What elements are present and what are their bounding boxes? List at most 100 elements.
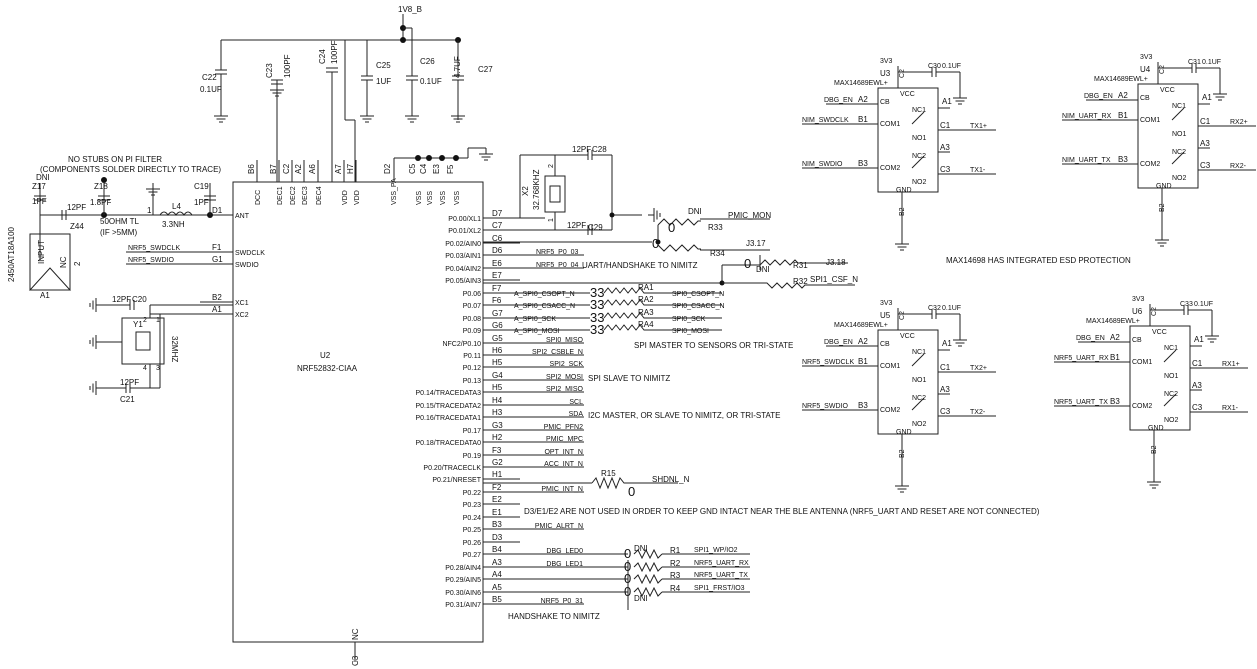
u2-right-pin-num: E6 [492, 259, 502, 268]
r15-ref: R15 [601, 469, 616, 478]
u2-right-pin-name: P0.14/TRACEDATA3 [416, 390, 482, 397]
mux-en-net: DBG_EN [1084, 93, 1113, 100]
u2-right-pin-num: B4 [492, 545, 502, 554]
u2-right-pin-name: P0.01/XL2 [448, 228, 481, 235]
mux-cap-value: 0.1UF [1194, 301, 1213, 308]
u2-right-pin-num: D7 [492, 209, 503, 218]
mux-in1-net: NRF5_SWDCLK [802, 359, 854, 366]
mux-in1-pin: B1 [858, 357, 868, 366]
u2-right-net: PMIC_MPC [546, 436, 583, 443]
c24-ref: C24 [318, 49, 327, 64]
antenna-pin-2: 2 [73, 261, 82, 266]
mux-vcc: VCC [1160, 87, 1175, 94]
mux-in2-pin: B3 [1110, 397, 1120, 406]
u2-left-net: NRF5_SWDCLK [128, 245, 180, 252]
mux-cb: CB [1132, 337, 1142, 344]
mux-b2: B2 [899, 449, 906, 458]
u2-right-pin-num: A3 [492, 558, 502, 567]
x2-value: 32.768KHZ [532, 169, 541, 210]
c24-value: 100PF [330, 40, 339, 64]
mux-in1-net: NIM_UART_RX [1062, 113, 1112, 120]
r-net: SPI1_FRST/IO3 [694, 585, 745, 592]
u2-right-pin-num: A4 [492, 570, 502, 579]
z18-ref: Z18 [94, 182, 108, 191]
u2-right-pin-name: P0.02/AIN0 [445, 241, 481, 248]
mux-cap-value: 0.1UF [942, 63, 961, 70]
u2-left-pin-num: B2 [212, 293, 222, 302]
u2-top-pin-num: B6 [247, 164, 256, 174]
u2-right-net: SPI2_MOSI [546, 374, 583, 381]
rf-note-2: (COMPONENTS SOLDER DIRECTLY TO TRACE) [40, 165, 221, 174]
mux-c3: C3 [1200, 161, 1211, 170]
mux-ref: U5 [880, 311, 891, 320]
u2-right-pin-name: P0.30/AIN6 [445, 590, 481, 597]
ra-ref: RA2 [638, 295, 654, 304]
mux-a3: A3 [1192, 381, 1202, 390]
r34-ref: R34 [710, 249, 725, 258]
mux-gnd: GND [896, 187, 912, 194]
u2-top-pin-num: A2 [294, 164, 303, 174]
c29-ref: C29 [588, 223, 603, 232]
mux-com2: COM2 [880, 165, 900, 172]
c19-ref: C19 [194, 182, 209, 191]
r15-net: SHDNL_N [652, 475, 690, 484]
u2-left-pin-name: SWDIO [235, 262, 259, 269]
r33-ref: R33 [708, 223, 723, 232]
u2-right-pin-name: P0.16/TRACEDATA1 [416, 415, 482, 422]
u2-right-pin-name: P0.06 [463, 291, 481, 298]
mux-nc2: NC2 [912, 395, 926, 402]
ra-ref: RA3 [638, 308, 654, 317]
r-net: NRF5_UART_TX [694, 572, 748, 579]
uart-handshake-note: UART/HANDSHAKE TO NIMITZ [582, 261, 698, 270]
mux-c1: C1 [1200, 117, 1211, 126]
ra-net: SPI0_MOSI [672, 328, 709, 335]
u2-right-pin-num: G5 [492, 334, 503, 343]
c23-ref: C23 [265, 63, 274, 78]
u2-right-net: PMIC_INT_N [541, 486, 583, 493]
r-ref: R2 [670, 559, 681, 568]
mux-cap-value: 0.1UF [942, 305, 961, 312]
u2-top-pin-num: C4 [419, 163, 428, 174]
mux-en-net: DBG_EN [824, 339, 853, 346]
u2-top-pin-num: H7 [346, 163, 355, 174]
r32-net: SPI1_CSF_N [810, 275, 858, 284]
mux-vcc: VCC [900, 91, 915, 98]
c28-value: 12PF [572, 145, 591, 154]
mux-com1: COM1 [1140, 117, 1160, 124]
r33-net: PMIC_MON [728, 211, 771, 220]
u2-right-pin-num: H1 [492, 470, 503, 479]
mux-in2-net: NRF5_UART_TX [1054, 399, 1108, 406]
u2-right-net: NRF5_P0_03 [536, 249, 579, 256]
mux-part: MAX14689EWL+ [1086, 318, 1140, 325]
u2-top-pin-name: VDD [354, 190, 361, 205]
mux-supply: 3V3 [1132, 296, 1145, 303]
y1-pin-3: 3 [156, 365, 160, 372]
u2-left-pins: D1ANTF1SWDCLKNRF5_SWDCLKG1SWDIONRF5_SWDI… [126, 206, 265, 319]
u2-right-net: SCL [569, 399, 583, 406]
mux-part: MAX14689EWL+ [834, 80, 888, 87]
u2-right-pin-num: C6 [492, 234, 503, 243]
mux-in2-net: NIM_UART_TX [1062, 157, 1111, 164]
u2-left-pin-name: ANT [235, 213, 250, 220]
mux-com1: COM1 [1132, 359, 1152, 366]
dni-label: DNI [36, 173, 50, 182]
u2-right-pin-name: P0.25 [463, 527, 481, 534]
mux-no1: NO1 [912, 377, 927, 384]
u2-right-pin-name: P0.11 [463, 353, 481, 360]
u2-right-pin-num: F2 [492, 483, 502, 492]
u2-right-net: OPT_INT_N [544, 449, 583, 456]
mux-nc1: NC1 [1172, 103, 1186, 110]
ra-ref: RA1 [638, 283, 654, 292]
x2-ref: X2 [521, 186, 530, 196]
mux-cb: CB [880, 341, 890, 348]
mux-gnd: GND [1148, 425, 1164, 432]
u2-right-net: DBG_LED1 [546, 561, 583, 568]
mux-com1: COM1 [880, 363, 900, 370]
gnd-keepout-note: D3/E1/E2 ARE NOT USED IN ORDER TO KEEP G… [524, 507, 1040, 516]
u2-right-pin-num: G2 [492, 458, 503, 467]
z18-value: 1.8PF [90, 198, 111, 207]
